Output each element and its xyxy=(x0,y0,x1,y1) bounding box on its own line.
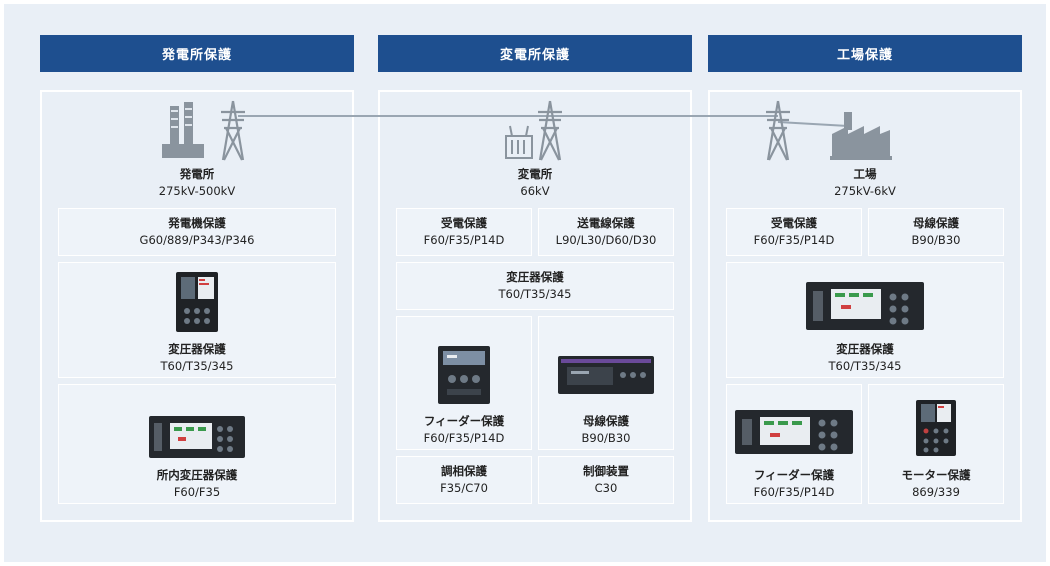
line-segment xyxy=(777,121,849,127)
protection-box-transmission-line: 送電線保護 L90/L30/D60/D30 xyxy=(538,208,674,256)
transmission-tower-icon xyxy=(766,100,790,161)
relay-device-icon xyxy=(806,282,924,330)
box-codes: 869/339 xyxy=(912,485,960,499)
protection-box-incoming: 受電保護 F60/F35/P14D xyxy=(396,208,532,256)
box-codes: C30 xyxy=(594,481,618,495)
protection-box-feeder: フィーダー保護 F60/F35/P14D xyxy=(396,316,532,450)
box-title: フィーダー保護 xyxy=(423,414,505,428)
protection-box-control-unit: 制御装置 C30 xyxy=(538,456,674,504)
box-title: 受電保護 xyxy=(771,216,817,230)
box-title: 調相保護 xyxy=(441,464,487,478)
protection-box-generator: 発電機保護 G60/889/P343/P346 xyxy=(58,208,336,256)
site-label-factory: 工場 275kV-6kV xyxy=(708,166,1022,202)
site-name: 発電所 xyxy=(179,167,215,181)
box-title: 所内変圧器保護 xyxy=(156,468,238,482)
protection-box-incoming: 受電保護 F60/F35/P14D xyxy=(726,208,862,256)
header-label: 発電所保護 xyxy=(161,48,232,63)
box-title: 制御装置 xyxy=(583,464,629,478)
header-label: 工場保護 xyxy=(836,48,893,63)
box-title: モーター保護 xyxy=(901,468,971,482)
transmission-tower-icon xyxy=(538,100,562,161)
relay-device-icon xyxy=(176,272,218,332)
header-label: 変電所保護 xyxy=(499,48,570,63)
site-voltage: 275kV-500kV xyxy=(158,184,236,198)
box-title: 受電保護 xyxy=(441,216,487,230)
protection-box-busbar: 母線保護 B90/B30 xyxy=(538,316,674,450)
box-title: 変圧器保護 xyxy=(506,270,564,284)
relay-device-icon xyxy=(438,346,490,404)
relay-device-icon xyxy=(149,416,245,458)
substation-icon xyxy=(505,125,533,159)
protection-box-busbar: 母線保護 B90/B30 xyxy=(868,208,1004,256)
protection-box-station-transformer: 所内変圧器保護 F60/F35 xyxy=(58,384,336,504)
protection-box-motor: モーター保護 869/339 xyxy=(868,384,1004,504)
box-title: フィーダー保護 xyxy=(753,468,835,482)
site-label-generation: 発電所 275kV-500kV xyxy=(40,166,354,202)
box-title: 母線保護 xyxy=(583,414,629,428)
site-name: 変電所 xyxy=(517,167,553,181)
box-codes: G60/889/P343/P346 xyxy=(139,233,255,247)
box-title: 母線保護 xyxy=(913,216,959,230)
relay-device-icon xyxy=(916,400,956,456)
box-codes: F35/C70 xyxy=(440,481,488,495)
site-voltage: 275kV-6kV xyxy=(834,184,896,198)
box-codes: T60/T35/345 xyxy=(498,287,572,301)
power-plant-icon xyxy=(162,102,204,158)
protection-box-transformer: 変圧器保護 T60/T35/345 xyxy=(726,262,1004,378)
header-factory-protection: 工場保護 xyxy=(708,35,1022,72)
box-codes: B90/B30 xyxy=(581,431,631,445)
protection-box-transformer: 変圧器保護 T60/T35/345 xyxy=(396,262,674,310)
box-codes: T60/T35/345 xyxy=(160,359,234,373)
site-label-substation: 変電所 66kV xyxy=(378,166,692,202)
box-title: 送電線保護 xyxy=(577,216,635,230)
box-codes: F60/F35/P14D xyxy=(423,431,505,445)
box-codes: L90/L30/D60/D30 xyxy=(555,233,657,247)
relay-device-icon xyxy=(735,410,853,454)
column-substation xyxy=(378,90,692,522)
box-title: 変圧器保護 xyxy=(836,342,894,356)
box-codes: B90/B30 xyxy=(911,233,961,247)
column-generation xyxy=(40,90,354,522)
protection-box-feeder: フィーダー保護 F60/F35/P14D xyxy=(726,384,862,504)
box-codes: F60/F35 xyxy=(173,485,221,499)
box-codes: F60/F35/P14D xyxy=(753,485,835,499)
box-codes: F60/F35/P14D xyxy=(753,233,835,247)
relay-device-icon xyxy=(558,356,654,394)
site-name: 工場 xyxy=(853,167,877,181)
site-voltage: 66kV xyxy=(520,184,550,198)
column-factory xyxy=(708,90,1022,522)
box-codes: F60/F35/P14D xyxy=(423,233,505,247)
factory-icon xyxy=(830,112,892,160)
header-substation-protection: 変電所保護 xyxy=(378,35,692,72)
box-title: 発電機保護 xyxy=(168,216,226,230)
header-generation-protection: 発電所保護 xyxy=(40,35,354,72)
box-codes: T60/T35/345 xyxy=(828,359,902,373)
box-title: 変圧器保護 xyxy=(168,342,226,356)
protection-box-phase-modifier: 調相保護 F35/C70 xyxy=(396,456,532,504)
protection-box-transformer: 変圧器保護 T60/T35/345 xyxy=(58,262,336,378)
transmission-tower-icon xyxy=(221,100,245,161)
